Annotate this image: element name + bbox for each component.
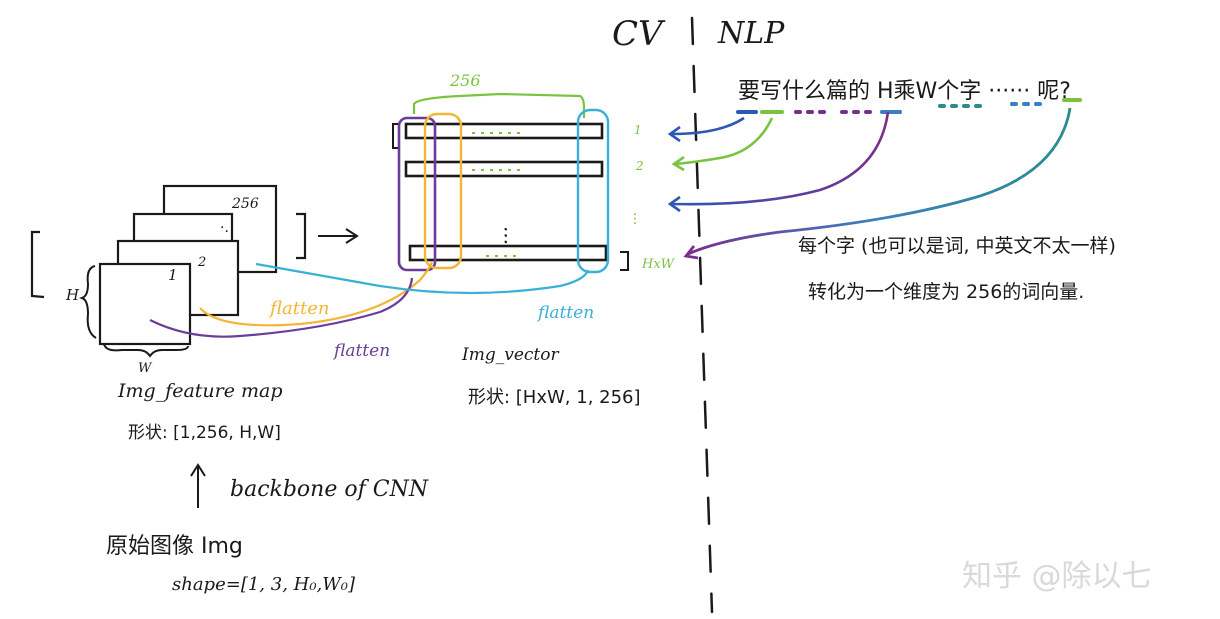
- original-image-title: 原始图像 Img: [106, 534, 243, 559]
- width-brace: [103, 343, 189, 358]
- vector-row-last: [408, 244, 608, 262]
- cv-nlp-divider: [690, 16, 714, 614]
- feature-map-index-1: 1: [168, 266, 178, 284]
- blue-column-outline: [576, 108, 610, 274]
- vector-rows: [404, 122, 608, 262]
- feature-map-height-label: H: [65, 286, 80, 304]
- feature-map-dim-256: 256: [231, 196, 259, 212]
- arrow-up-icon: [190, 463, 206, 508]
- watermark: 知乎 @除以七: [962, 559, 1152, 594]
- flatten-yellow-curve: [199, 261, 434, 327]
- flatten-yellow-label: flatten: [268, 298, 329, 319]
- vector-row-number-1: 1: [634, 123, 642, 137]
- arrow-token-1: [667, 116, 745, 143]
- vector-row-number-2: 2: [635, 159, 644, 173]
- feature-map-title: Img_feature map: [117, 380, 283, 402]
- arrow-token-3: [667, 111, 890, 213]
- vector-row-2: [404, 160, 604, 178]
- nlp-sentence: 要写什么篇的 H乘W个字 ······ 呢?: [738, 79, 1071, 104]
- arrow-token-2: [671, 117, 774, 172]
- feature-map-width-label: W: [138, 361, 153, 376]
- feature-map-right-bracket: [296, 212, 307, 260]
- sentence-color-underlines: [736, 98, 1082, 114]
- vector-left-bracket: [392, 123, 400, 149]
- nlp-note-line-2: 转化为一个维度为 256的词向量.: [808, 281, 1084, 303]
- feature-map-dots: ·.: [220, 220, 229, 236]
- yellow-column-outline: [423, 112, 463, 270]
- feature-map-index-2: 2: [197, 255, 206, 270]
- flatten-purple-curve: [149, 277, 414, 338]
- feature-map-stack: [98, 184, 278, 346]
- arrow-token-last: [683, 107, 1072, 260]
- flatten-blue-curve: [255, 262, 590, 295]
- vector-shape: 形状: [HxW, 1, 256]: [468, 387, 641, 408]
- vector-green-dashes: [472, 132, 526, 257]
- vector-row-number-hxw: HxW: [641, 257, 676, 272]
- arrow-right-icon: [318, 228, 359, 244]
- flatten-purple-label: flatten: [332, 341, 390, 361]
- height-brace: [78, 265, 97, 339]
- feature-map-shape: 形状: [1,256, H,W]: [128, 423, 281, 443]
- cv-label: CV: [612, 14, 666, 54]
- original-image-shape: shape=[1, 3, H₀,W₀]: [172, 574, 356, 595]
- vector-row-1: [404, 122, 604, 140]
- feature-map-left-bracket: [30, 230, 45, 299]
- nlp-note-line-1: 每个字 (也可以是词, 中英文不太一样): [798, 235, 1116, 257]
- backbone-label: backbone of CNN: [230, 477, 429, 502]
- flatten-blue-label: flatten: [536, 303, 594, 323]
- vector-dim-256: 256: [449, 71, 481, 90]
- vector-right-bracket: [620, 251, 629, 271]
- vector-vertical-dots: ···: [494, 226, 518, 245]
- vector-top-brace: [412, 92, 586, 118]
- purple-column-outline: [397, 116, 437, 272]
- vector-title: Img_vector: [461, 345, 559, 365]
- vector-row-dots: ···: [626, 212, 642, 225]
- nlp-label: NLP: [717, 16, 785, 51]
